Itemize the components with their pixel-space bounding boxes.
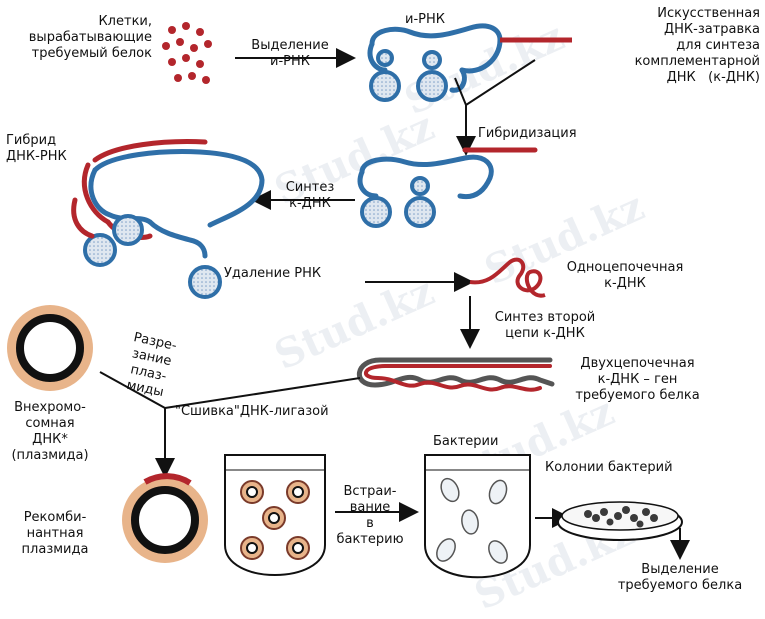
cells-dots xyxy=(162,22,212,84)
label-single-strand: Одноцепочечная к-ДНК xyxy=(566,260,684,291)
label-double-strand: Двухцепочечная к-ДНК – ген требуемого бе… xyxy=(575,356,700,403)
label-hybridization: Гибридизация xyxy=(478,126,577,141)
label-bacteria: Бактерии xyxy=(433,434,499,449)
double-strand-cdna xyxy=(356,357,555,392)
label-isolation: Выделение и-РНК xyxy=(251,38,329,69)
label-recombinant: Рекомби- нантная плазмида xyxy=(21,510,89,557)
genetic-engineering-diagram xyxy=(7,22,690,579)
label-plasmid: Внехромо- сомная ДНК* (плазмида) xyxy=(11,400,89,463)
label-ligation: "Сшивка"ДНК-лигазой xyxy=(175,404,329,419)
label-rna-removal: Удаление РНК xyxy=(224,266,322,281)
dna-rna-hybrid xyxy=(71,139,265,299)
label-cells: Клетки, вырабатывающие требуемый белок xyxy=(28,14,152,61)
join-lines xyxy=(454,59,536,107)
label-second-strand: Синтез второй цепи к-ДНК xyxy=(494,310,596,341)
label-colonies: Колонии бактерий xyxy=(545,460,673,475)
recombinant-plasmid xyxy=(122,473,208,563)
mrna-loops xyxy=(369,49,448,102)
label-primer: Искусственная ДНК-затравка для синтеза к… xyxy=(634,6,760,85)
single-strand-cdna xyxy=(469,257,546,298)
label-synthesis: Синтез к-ДНК xyxy=(285,180,335,211)
mrna-primer-complex xyxy=(357,147,538,228)
label-insertion: Встраи- вание в бактерию xyxy=(336,484,404,547)
petri-dish xyxy=(557,501,683,541)
mrna-molecule xyxy=(367,23,503,93)
small-plasmids xyxy=(240,480,310,560)
beaker-bacteria xyxy=(424,454,531,579)
cut-line xyxy=(99,371,166,409)
label-mrna: и-РНК xyxy=(405,12,445,27)
ligation-line xyxy=(164,377,361,409)
label-protein-isolation: Выделение требуемого белка xyxy=(617,562,743,593)
label-hybrid: Гибрид ДНК-РНК xyxy=(6,133,67,164)
plasmid xyxy=(7,305,93,391)
